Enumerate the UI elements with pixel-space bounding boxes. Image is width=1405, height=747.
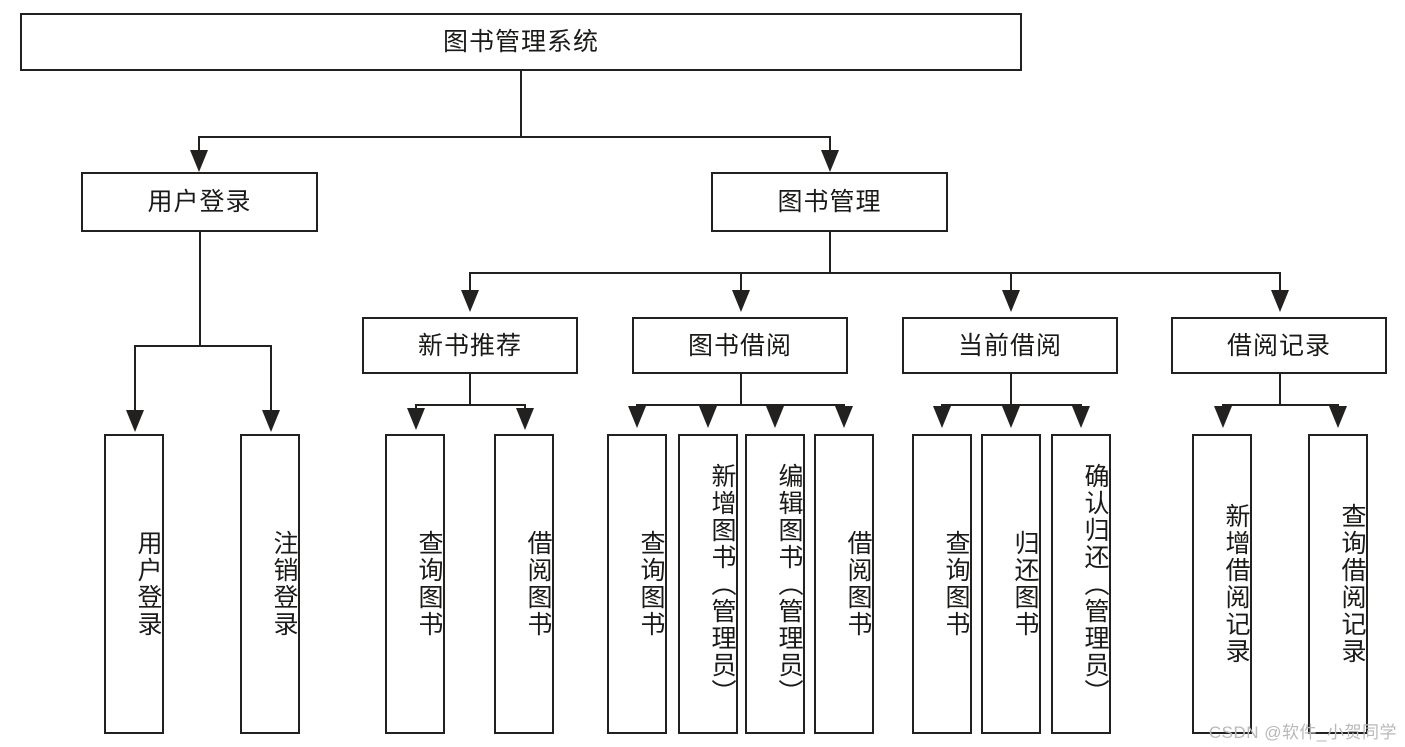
node-label: 确认归还（管理员） <box>1081 462 1109 706</box>
leaf-book-borrow-add-book-admin[interactable]: 新增图书（管理员） <box>678 434 738 734</box>
arrowhead-level2-1 <box>732 290 750 312</box>
connector-new-book-stem <box>469 374 471 404</box>
node-label: 借阅图书 <box>524 530 552 638</box>
connector-book-management-stem <box>829 232 831 272</box>
connector-root-stem <box>520 71 522 136</box>
node-label: 用户登录 <box>134 530 162 638</box>
node-label: 借阅图书 <box>844 530 872 638</box>
leaf-current-borrow-return-book[interactable]: 归还图书 <box>981 434 1041 734</box>
arrowhead-book-borrow-2 <box>766 406 784 428</box>
leaf-book-borrow-borrow-book[interactable]: 借阅图书 <box>814 434 874 734</box>
connector-book-borrow-stem <box>740 374 742 404</box>
connector-level2-drop-3 <box>1279 272 1281 292</box>
arrowhead-user-login-1 <box>262 410 280 432</box>
leaf-user-login-login[interactable]: 用户登录 <box>104 434 164 734</box>
node-new-book-recommend[interactable]: 新书推荐 <box>362 317 578 374</box>
connector-level2-drop-0 <box>469 272 471 292</box>
node-label: 查询借阅记录 <box>1338 503 1366 665</box>
node-book-borrow[interactable]: 图书借阅 <box>632 317 848 374</box>
arrowhead-borrow-record-1 <box>1329 406 1347 428</box>
node-label: 用户登录 <box>147 188 252 216</box>
arrowhead-level2-2 <box>1002 290 1020 312</box>
leaf-borrow-record-query-record[interactable]: 查询借阅记录 <box>1308 434 1368 734</box>
connector-level1-drop-1 <box>829 136 831 154</box>
connector-level1-drop-0 <box>198 136 200 154</box>
connector-borrow-record-bus <box>1222 404 1338 406</box>
node-borrow-record[interactable]: 借阅记录 <box>1171 317 1387 374</box>
leaf-new-book-query-book[interactable]: 查询图书 <box>385 434 445 734</box>
connector-level2-drop-1 <box>740 272 742 292</box>
node-label: 查询图书 <box>637 530 665 638</box>
leaf-current-borrow-query-book[interactable]: 查询图书 <box>912 434 972 734</box>
node-label: 新书推荐 <box>417 331 522 360</box>
connector-current-borrow-stem <box>1010 374 1012 404</box>
arrowhead-book-borrow-3 <box>835 406 853 428</box>
node-label: 新增图书（管理员） <box>708 462 736 706</box>
leaf-user-login-logout[interactable]: 注销登录 <box>240 434 300 734</box>
connector-borrow-record-stem <box>1279 374 1281 404</box>
node-label: 图书管理系统 <box>442 28 599 56</box>
connector-user-login-drop-0 <box>134 345 136 413</box>
connector-new-book-bus <box>415 404 525 406</box>
arrowhead-current-borrow-2 <box>1072 406 1090 428</box>
connector-user-login-bus <box>134 345 271 347</box>
arrowhead-level1-1 <box>821 150 839 172</box>
connector-level1-bus <box>198 136 831 138</box>
node-user-login[interactable]: 用户登录 <box>81 172 318 232</box>
node-label: 归还图书 <box>1011 530 1039 638</box>
arrowhead-new-book-1 <box>516 408 534 430</box>
node-label: 新增借阅记录 <box>1222 503 1250 665</box>
connector-level2-drop-2 <box>1010 272 1012 292</box>
node-label: 查询图书 <box>415 530 443 638</box>
connector-user-login-drop-1 <box>270 345 272 413</box>
node-label: 注销登录 <box>270 530 298 638</box>
connector-book-borrow-bus <box>636 404 845 406</box>
node-root-book-management-system[interactable]: 图书管理系统 <box>20 13 1022 71</box>
arrowhead-borrow-record-0 <box>1214 406 1232 428</box>
arrowhead-level2-3 <box>1271 290 1289 312</box>
leaf-current-borrow-confirm-return-admin[interactable]: 确认归还（管理员） <box>1051 434 1111 734</box>
arrowhead-book-borrow-0 <box>628 406 646 428</box>
node-label: 查询图书 <box>942 530 970 638</box>
node-label: 图书借阅 <box>687 331 792 360</box>
watermark-text: CSDN @软件_小贺同学 <box>1208 723 1397 742</box>
arrowhead-new-book-0 <box>407 408 425 430</box>
arrowhead-level1-0 <box>190 150 208 172</box>
node-label: 编辑图书（管理员） <box>775 462 803 706</box>
leaf-new-book-borrow-book[interactable]: 借阅图书 <box>494 434 554 734</box>
node-current-borrow[interactable]: 当前借阅 <box>902 317 1118 374</box>
arrowhead-current-borrow-1 <box>1002 406 1020 428</box>
arrowhead-level2-0 <box>461 290 479 312</box>
connector-user-login-stem <box>199 232 201 345</box>
node-book-management[interactable]: 图书管理 <box>711 172 948 232</box>
node-label: 当前借阅 <box>957 331 1062 360</box>
leaf-book-borrow-edit-book-admin[interactable]: 编辑图书（管理员） <box>745 434 805 734</box>
leaf-borrow-record-add-record[interactable]: 新增借阅记录 <box>1192 434 1252 734</box>
leaf-book-borrow-query-book[interactable]: 查询图书 <box>607 434 667 734</box>
arrowhead-book-borrow-1 <box>699 406 717 428</box>
connector-level2-bus <box>469 272 1279 274</box>
node-label: 图书管理 <box>777 188 882 216</box>
node-label: 借阅记录 <box>1226 331 1331 360</box>
arrowhead-current-borrow-0 <box>933 406 951 428</box>
arrowhead-user-login-0 <box>126 410 144 432</box>
